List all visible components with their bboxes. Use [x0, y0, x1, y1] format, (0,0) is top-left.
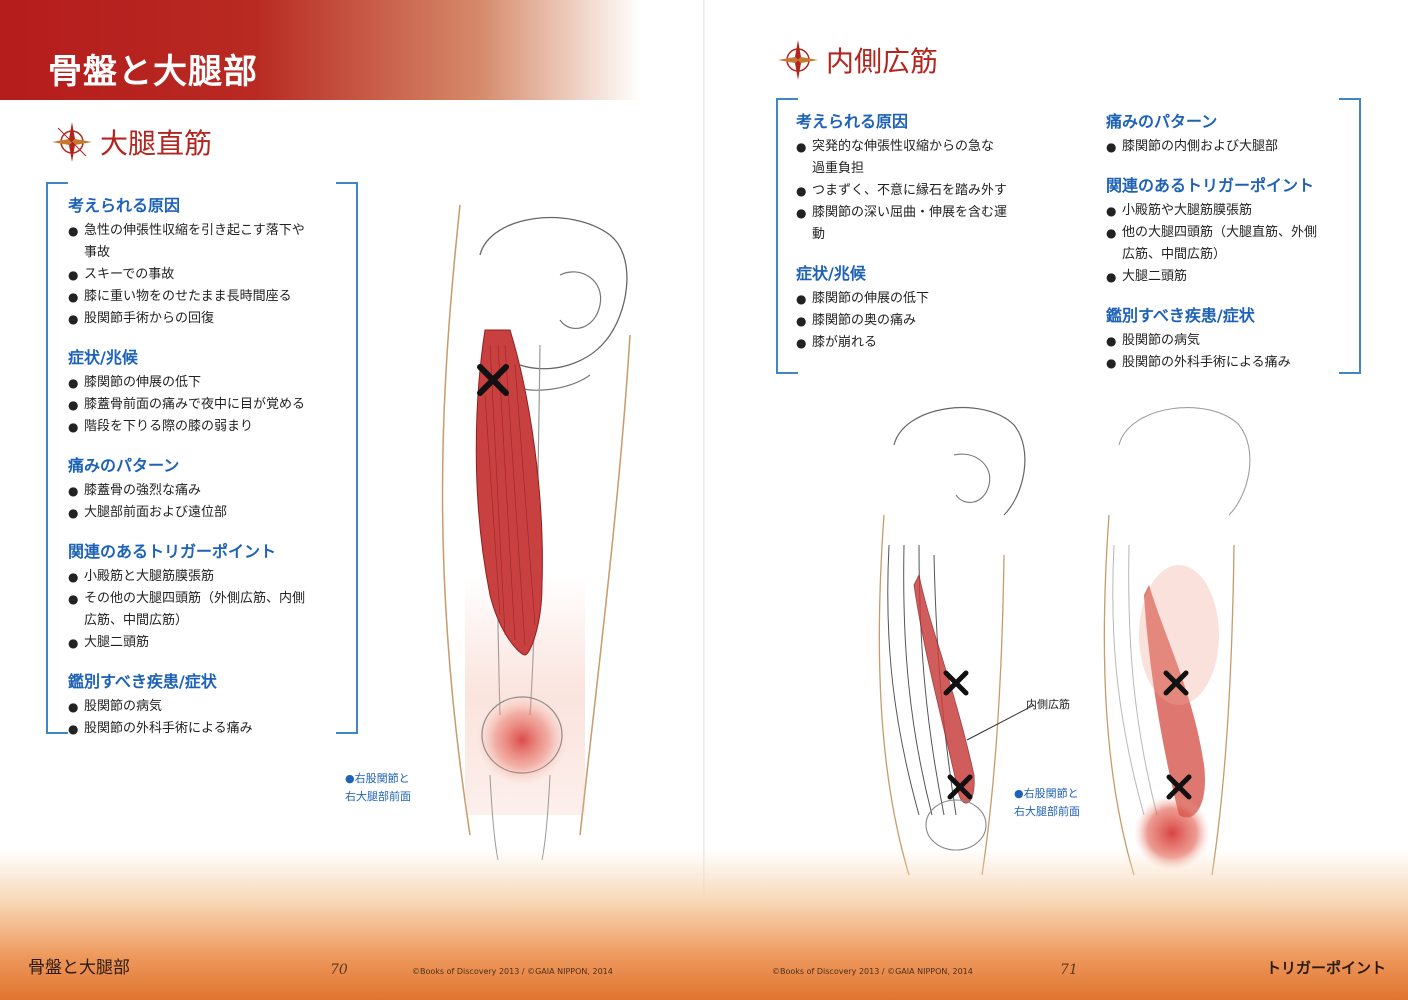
group-title: 関連のあるトリガーポイント	[1106, 176, 1315, 195]
group-title: 鑑別すべき疾患/症状	[68, 672, 217, 691]
list-item: 膝関節の奥の痛み	[796, 310, 1007, 332]
group-title: 症状/兆候	[68, 348, 138, 367]
info-group: 考えられる原因突発的な伸張性収縮からの急な過重負担つまずく、不意に縁石を踏み外す…	[796, 108, 1007, 246]
info-group: 鑑別すべき疾患/症状股関節の病気股関節の外科手術による痛み	[1106, 302, 1317, 374]
page-number-right: 71	[1060, 962, 1078, 978]
group-title: 関連のあるトリガーポイント	[68, 542, 277, 561]
list-item: 突発的な伸張性収縮からの急な	[796, 136, 1007, 158]
bracket-right	[1339, 98, 1361, 374]
compass-icon	[52, 122, 92, 162]
list-item: 膝関節の内側および大腿部	[1106, 136, 1317, 158]
group-title: 症状/兆候	[796, 264, 866, 283]
list-item: 階段を下りる際の膝の弱まり	[68, 416, 305, 438]
copyright-right: ©Books of Discovery 2013 / ©GAIA NIPPON,…	[772, 967, 973, 976]
left-page: 骨盤と大腿部 大腿直筋 考えられる原因急性の伸張性収縮を引き起こす落下や事故スキ…	[0, 0, 704, 1000]
info-group: 関連のあるトリガーポイント小殿筋や大腿筋膜張筋他の大腿四頭筋（大腿直筋、外側広筋…	[1106, 172, 1317, 288]
info-groups: 考えられる原因急性の伸張性収縮を引き起こす落下や事故スキーでの事故膝に重い物をの…	[68, 192, 305, 754]
list-item: 広筋、中間広筋）	[1122, 247, 1227, 262]
list-item: 股関節の病気	[1106, 330, 1317, 352]
trigger-point-marker	[943, 670, 969, 696]
list-item: 小殿筋や大腿筋膜張筋	[1106, 200, 1317, 222]
list-item: 膝が崩れる	[796, 332, 1007, 354]
info-box-left: 考えられる原因急性の伸張性収縮を引き起こす落下や事故スキーでの事故膝に重い物をの…	[46, 182, 358, 740]
caption-line: 右大腿部前面	[345, 790, 411, 803]
list-item: 膝関節の伸展の低下	[796, 288, 1007, 310]
thigh-illustration-vastus-medialis-anatomy	[878, 406, 1035, 876]
list-item: スキーでの事故	[68, 264, 305, 286]
bracket-right	[336, 182, 358, 734]
trigger-point-marker	[1166, 774, 1192, 800]
list-item: 小殿筋と大腿筋膜張筋	[68, 566, 305, 588]
right-page: 内側広筋 考えられる原因突発的な伸張性収縮からの急な過重負担つまずく、不意に縁石…	[704, 0, 1408, 1000]
list-item: 事故	[84, 245, 111, 260]
section-heading-rectus-femoris: 大腿直筋	[50, 120, 212, 164]
list-item: 大腿二頭筋	[68, 632, 305, 654]
page-number-left: 70	[330, 962, 348, 978]
list-item: 広筋、中間広筋）	[84, 613, 189, 628]
info-group: 症状/兆候膝関節の伸展の低下膝関節の奥の痛み膝が崩れる	[796, 260, 1007, 354]
info-column-2: 痛みのパターン膝関節の内側および大腿部関連のあるトリガーポイント小殿筋や大腿筋膜…	[1106, 108, 1317, 388]
section-heading-vastus-medialis: 内側広筋	[776, 38, 938, 82]
list-item: 膝に重い物をのせたまま長時間座る	[68, 286, 305, 308]
info-group: 痛みのパターン膝関節の内側および大腿部	[1106, 108, 1317, 158]
list-item: その他の大腿四頭筋（外側広筋、内側	[68, 588, 305, 610]
list-item: 股関節の外科手術による痛み	[1106, 352, 1317, 374]
trigger-point-marker	[1163, 670, 1189, 696]
thigh-illustration-rectus-femoris	[441, 204, 631, 860]
trigger-point-marker	[947, 774, 973, 800]
list-item: 股関節の外科手術による痛み	[68, 718, 305, 740]
info-column-1: 考えられる原因突発的な伸張性収縮からの急な過重負担つまずく、不意に縁石を踏み外す…	[796, 108, 1007, 368]
chapter-title: 骨盤と大腿部	[48, 52, 258, 92]
info-box-right: 考えられる原因突発的な伸張性収縮からの急な過重負担つまずく、不意に縁石を踏み外す…	[776, 98, 1361, 374]
info-group: 痛みのパターン膝蓋骨の強烈な痛み大腿部前面および遠位部	[68, 452, 305, 524]
group-title: 鑑別すべき疾患/症状	[1106, 306, 1255, 325]
section-title: 大腿直筋	[100, 127, 213, 160]
list-item: 膝蓋骨前面の痛みで夜中に目が覚める	[68, 394, 305, 416]
bracket-left	[776, 98, 798, 374]
list-item: 動	[812, 227, 826, 242]
info-group: 症状/兆候膝関節の伸展の低下膝蓋骨前面の痛みで夜中に目が覚める階段を下りる際の膝…	[68, 344, 305, 438]
compass-icon	[778, 40, 818, 80]
copyright-left: ©Books of Discovery 2013 / ©GAIA NIPPON,…	[412, 967, 613, 976]
list-item: 股関節の病気	[68, 696, 305, 718]
bracket-left	[46, 182, 68, 734]
muscle-label: 内側広筋	[1026, 698, 1070, 711]
list-item: 膝蓋骨の強烈な痛み	[68, 480, 305, 502]
info-group: 考えられる原因急性の伸張性収縮を引き起こす落下や事故スキーでの事故膝に重い物をの…	[68, 192, 305, 330]
list-item: 過重負担	[812, 161, 865, 176]
caption-line: 右大腿部前面	[1014, 805, 1080, 818]
list-item: 股関節手術からの回復	[68, 308, 305, 330]
caption-line: ●右股関節と	[345, 772, 410, 785]
figure-caption-right: ●右股関節と 右大腿部前面	[1014, 785, 1080, 821]
list-item: つまずく、不意に縁石を踏み外す	[796, 180, 1007, 202]
trigger-point-marker	[477, 364, 509, 396]
caption-line: ●右股関節と	[1014, 787, 1079, 800]
list-item: 膝関節の深い屈曲・伸展を含む運	[796, 202, 1007, 224]
group-title: 考えられる原因	[68, 196, 181, 215]
figure-caption-left: ●右股関節と 右大腿部前面	[345, 770, 411, 806]
thigh-illustration-vastus-medialis-pain-pattern	[1103, 407, 1251, 876]
list-item: 急性の伸張性収縮を引き起こす落下や	[68, 220, 305, 242]
footer-book-title: トリガーポイント	[1265, 959, 1386, 977]
group-title: 考えられる原因	[796, 112, 909, 131]
section-title: 内側広筋	[826, 45, 939, 78]
footer-chapter-title: 骨盤と大腿部	[28, 958, 130, 978]
list-item: 大腿二頭筋	[1106, 266, 1317, 288]
group-title: 痛みのパターン	[1106, 112, 1218, 131]
list-item: 他の大腿四頭筋（大腿直筋、外側	[1106, 222, 1317, 244]
list-item: 大腿部前面および遠位部	[68, 502, 305, 524]
page-footer-band: 骨盤と大腿部 70 ©Books of Discovery 2013 / ©GA…	[0, 850, 1408, 1000]
info-group: 鑑別すべき疾患/症状股関節の病気股関節の外科手術による痛み	[68, 668, 305, 740]
list-item: 膝関節の伸展の低下	[68, 372, 305, 394]
page-spine	[703, 0, 705, 1000]
info-group: 関連のあるトリガーポイント小殿筋と大腿筋膜張筋その他の大腿四頭筋（外側広筋、内側…	[68, 538, 305, 654]
group-title: 痛みのパターン	[68, 456, 180, 475]
chapter-header-band	[0, 0, 640, 100]
